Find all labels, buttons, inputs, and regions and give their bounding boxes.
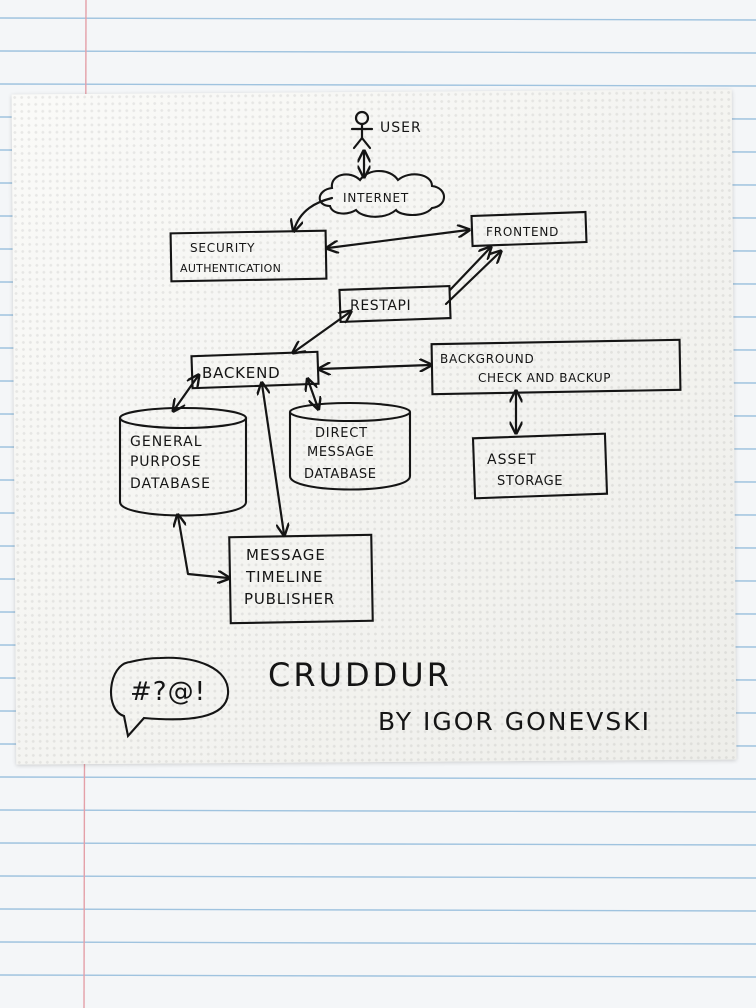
logo-symbols: #?@! [130,677,206,707]
node-dm-db-label-3: DATABASE [304,467,377,482]
node-general-db-label-3: DATABASE [130,476,211,492]
node-security-box [169,229,328,283]
node-asset-box [471,432,609,500]
edge-backend-background [320,365,430,369]
node-internet-cloud [318,169,446,218]
node-background-label-1: BACKGROUND [440,352,535,366]
page-title: CRUDDUR [268,656,452,694]
node-restapi-box [338,285,452,323]
node-asset-label-1: ASSET [487,452,537,468]
node-dm-db-cylinder [288,401,412,491]
connections [174,152,516,578]
node-publisher-label-3: PUBLISHER [244,590,335,608]
node-backend-label: BACKEND [202,364,280,382]
user-icon [350,110,374,150]
node-general-db-cylinder [118,406,248,517]
ruled-line [0,842,756,846]
ruled-line [0,875,756,879]
node-background-box [430,338,682,396]
node-background-label-2: CHECK AND BACKUP [478,371,611,385]
node-backend-box [190,350,320,390]
node-internet-label: INTERNET [343,191,409,205]
node-publisher-label-2: TIMELINE [245,568,324,586]
node-frontend-label: FRONTEND [486,225,559,239]
node-frontend-box [470,210,588,248]
node-security-label-2: AUTHENTICATION [180,262,281,275]
byline: BY IGOR GONEVSKI [378,707,651,736]
edge-frontend-restapi-2 [444,252,500,306]
node-asset-label-2: STORAGE [497,474,563,489]
ruled-line [0,83,756,87]
ruled-line [0,809,756,813]
ruled-line [0,776,756,780]
speech-bubble-logo: #?@! [110,656,230,739]
edge-backend-general-db [174,376,198,410]
node-general-db-label-1: GENERAL [130,434,203,450]
ruled-line [0,941,756,945]
node-publisher-box [228,533,374,625]
node-dm-db-label-2: MESSAGE [307,445,374,460]
edge-security-frontend [328,230,468,248]
node-security-label-1: SECURITY [190,241,255,255]
node-restapi-label: RESTAPI [350,298,411,314]
edge-backend-publisher [262,384,284,534]
edge-general-db-publisher [178,516,228,578]
node-general-db-label-2: PURPOSE [130,454,201,470]
ruled-line [0,17,756,21]
ruled-line [0,908,756,912]
node-publisher-label-1: MESSAGE [246,546,326,564]
edge-restapi-backend [294,312,350,352]
node-user-label: USER [380,120,422,136]
ruled-line [0,50,756,54]
node-dm-db-label-1: DIRECT [315,426,368,441]
ruled-line [0,974,756,978]
edge-frontend-restapi-1 [448,248,490,292]
edge-internet-security [294,196,334,230]
